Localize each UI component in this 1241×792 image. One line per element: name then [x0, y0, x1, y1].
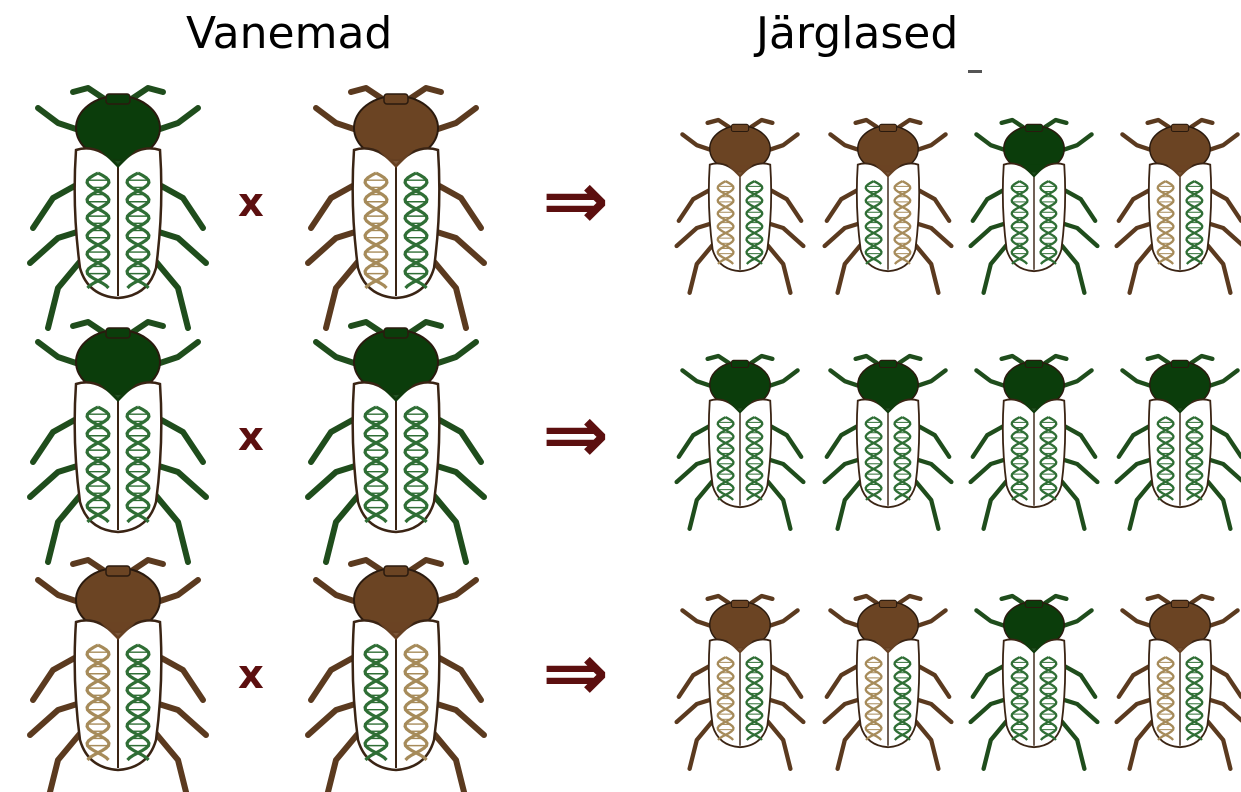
arrow-symbol: ⇒	[542, 626, 609, 719]
parent-beetle-row1-2	[308, 88, 484, 328]
cross-symbol: x	[238, 652, 264, 698]
offspring-beetle-row2-3	[971, 356, 1098, 529]
offspring-beetle-row1-3	[971, 120, 1098, 293]
arrow-symbol: ⇒	[542, 154, 609, 247]
parent-beetle-row2-1	[30, 322, 206, 562]
offspring-beetle-row2-1	[677, 356, 804, 529]
cross-symbol: x	[238, 180, 264, 226]
offspring-beetle-row1-4	[1117, 120, 1241, 293]
offspring-beetle-row3-1	[677, 596, 804, 769]
parent-beetle-row1-1	[30, 88, 206, 328]
offspring-beetle-row1-1	[677, 120, 804, 293]
offspring-beetle-row3-2	[825, 596, 952, 769]
arrow-symbol: ⇒	[542, 388, 609, 481]
offspring-beetle-row1-2	[825, 120, 952, 293]
parent-beetle-row3-1	[30, 560, 206, 792]
offspring-beetle-row3-4	[1117, 596, 1241, 769]
cross-symbol: x	[238, 414, 264, 460]
offspring-beetle-row3-3	[971, 596, 1098, 769]
parent-beetle-row2-2	[308, 322, 484, 562]
offspring-beetle-row2-2	[825, 356, 952, 529]
offspring-beetle-row2-4	[1117, 356, 1241, 529]
parent-beetle-row3-2	[308, 560, 484, 792]
